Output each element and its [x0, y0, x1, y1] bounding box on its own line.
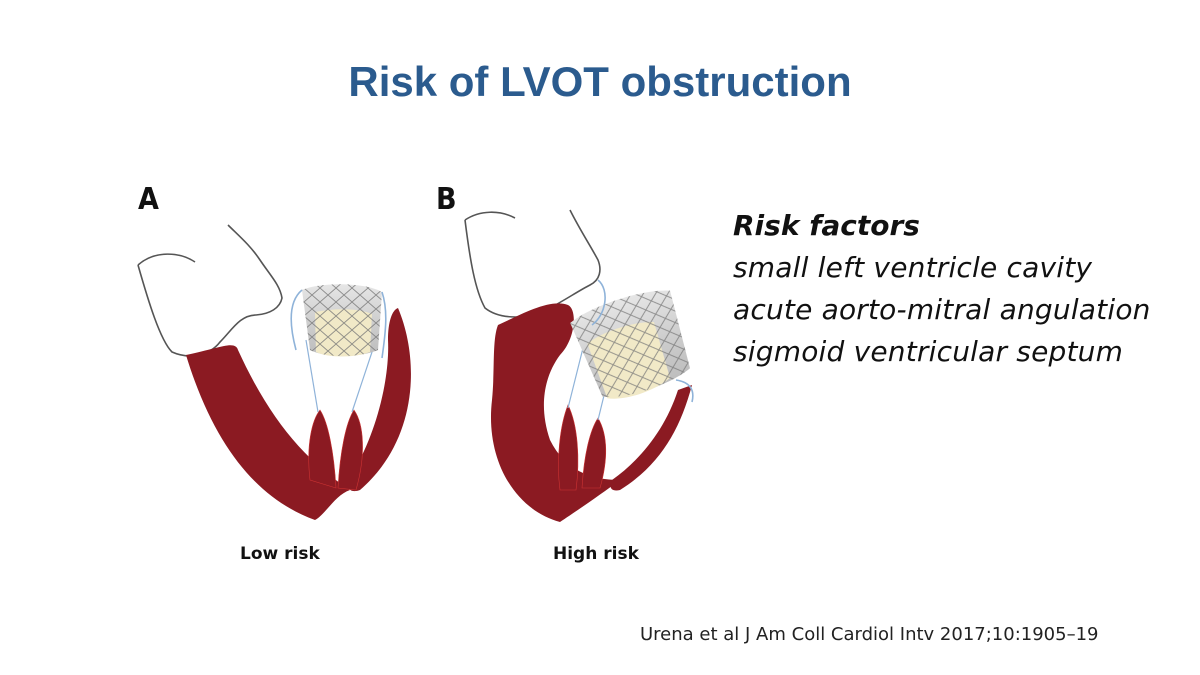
- panel-a-transcatheter-valve: [290, 284, 387, 359]
- panel-b-aortic-root: [464, 209, 601, 318]
- panel-label-a: A: [138, 182, 159, 217]
- panel-a-papillary-1: [308, 409, 337, 489]
- panel-a-caption: Low risk: [240, 544, 320, 564]
- risk-factors-list: Risk factors small left ventricle cavity…: [733, 205, 1151, 373]
- panel-b-septum: [490, 303, 620, 522]
- panel-b-papillary-1: [558, 404, 579, 491]
- panel-b-lateral-wall: [610, 385, 692, 491]
- risk-factor-item: small left ventricle cavity: [733, 251, 1093, 284]
- risk-factor-item: sigmoid ventricular septum: [733, 335, 1124, 368]
- panel-b-papillary-2: [581, 417, 607, 489]
- risk-factor-item: acute aorto-mitral angulation: [733, 293, 1151, 326]
- risk-factors-heading: Risk factors: [733, 209, 920, 242]
- heart-valve-illustration: [137, 209, 694, 522]
- panel-b-transcatheter-valve: [570, 290, 691, 399]
- panel-b-heart: [464, 209, 694, 522]
- slide-title: Risk of LVOT obstruction: [348, 58, 852, 105]
- panel-a-lateral-wall: [347, 308, 411, 492]
- panel-a-septum: [186, 345, 350, 520]
- panel-a-aortic-root: [137, 224, 283, 357]
- citation: Urena et al J Am Coll Cardiol Intv 2017;…: [640, 624, 1099, 645]
- panel-a-heart: [137, 224, 411, 520]
- panel-a-papillary-2: [337, 409, 363, 491]
- panel-b-caption: High risk: [553, 544, 639, 564]
- panel-label-b: B: [436, 182, 457, 217]
